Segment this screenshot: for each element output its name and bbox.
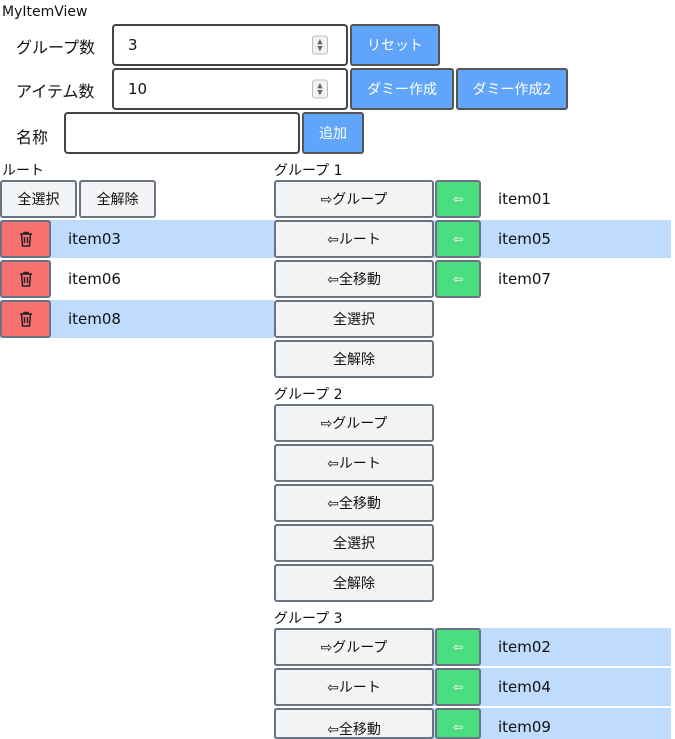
group-count-value: 3 bbox=[128, 36, 138, 54]
to-root-button[interactable]: ⇦ルート bbox=[274, 668, 434, 706]
app-title: MyItemView bbox=[2, 4, 88, 20]
dummy-create2-button[interactable]: ダミー作成2 bbox=[456, 68, 568, 110]
group-deselect-all-button[interactable]: 全解除 bbox=[274, 564, 434, 602]
group-item-label: item02 bbox=[498, 638, 551, 656]
move-to-root-button[interactable]: ⇦ bbox=[435, 260, 481, 298]
group-select-all-button[interactable]: 全選択 bbox=[274, 524, 434, 562]
left-arrow-icon: ⇦ bbox=[452, 272, 464, 286]
name-input[interactable] bbox=[64, 112, 300, 154]
group-title: グループ 1 bbox=[274, 163, 343, 179]
to-group-button[interactable]: ⇨グループ bbox=[274, 180, 434, 218]
item-count-label: アイテム数 bbox=[16, 82, 95, 101]
add-button[interactable]: 追加 bbox=[302, 112, 364, 154]
move-to-root-button[interactable]: ⇦ bbox=[435, 180, 481, 218]
left-arrow-icon: ⇦ bbox=[452, 640, 464, 654]
left-arrow-icon: ⇦ bbox=[452, 720, 464, 734]
group-count-input[interactable]: 3 ▲▼ bbox=[112, 24, 348, 66]
root-item-label: item03 bbox=[68, 230, 121, 248]
item-count-value: 10 bbox=[128, 80, 148, 98]
dummy-create-button[interactable]: ダミー作成 bbox=[350, 68, 454, 110]
name-label: 名称 bbox=[16, 128, 49, 147]
move-all-button[interactable]: ⇦全移動 bbox=[274, 484, 434, 522]
group-item-label: item09 bbox=[498, 718, 551, 736]
to-group-button[interactable]: ⇨グループ bbox=[274, 628, 434, 666]
root-item-label: item08 bbox=[68, 310, 121, 328]
number-spinner-icon[interactable]: ▲▼ bbox=[312, 79, 328, 99]
move-to-root-button[interactable]: ⇦ bbox=[435, 708, 481, 739]
group-title: グループ 3 bbox=[274, 611, 343, 627]
group-item-label: item01 bbox=[498, 190, 551, 208]
move-to-root-button[interactable]: ⇦ bbox=[435, 628, 481, 666]
move-to-root-button[interactable]: ⇦ bbox=[435, 220, 481, 258]
item-count-input[interactable]: 10 ▲▼ bbox=[112, 68, 348, 110]
group-item-label: item05 bbox=[498, 230, 551, 248]
move-to-root-button[interactable]: ⇦ bbox=[435, 668, 481, 706]
group-item-label: item07 bbox=[498, 270, 551, 288]
delete-button[interactable] bbox=[0, 300, 51, 338]
group-deselect-all-button[interactable]: 全解除 bbox=[274, 340, 434, 378]
reset-button[interactable]: リセット bbox=[350, 24, 440, 66]
left-arrow-icon: ⇦ bbox=[452, 680, 464, 694]
group-count-label: グループ数 bbox=[16, 38, 96, 57]
to-root-button[interactable]: ⇦ルート bbox=[274, 220, 434, 258]
group-title: グループ 2 bbox=[274, 387, 343, 403]
to-group-button[interactable]: ⇨グループ bbox=[274, 404, 434, 442]
number-spinner-icon[interactable]: ▲▼ bbox=[312, 35, 328, 55]
delete-button[interactable] bbox=[0, 260, 51, 298]
group-item-label: item04 bbox=[498, 678, 551, 696]
trash-icon bbox=[19, 231, 32, 247]
root-item-label: item06 bbox=[68, 270, 121, 288]
trash-icon bbox=[19, 311, 32, 327]
trash-icon bbox=[19, 271, 32, 287]
delete-button[interactable] bbox=[0, 220, 51, 258]
left-arrow-icon: ⇦ bbox=[452, 192, 464, 206]
move-all-button[interactable]: ⇦全移動 bbox=[274, 260, 434, 298]
root-title: ルート bbox=[2, 163, 44, 179]
move-all-button[interactable]: ⇦全移動 bbox=[274, 708, 434, 739]
root-deselect-all-button[interactable]: 全解除 bbox=[79, 180, 156, 218]
left-arrow-icon: ⇦ bbox=[452, 232, 464, 246]
root-select-all-button[interactable]: 全選択 bbox=[0, 180, 77, 218]
to-root-button[interactable]: ⇦ルート bbox=[274, 444, 434, 482]
group-select-all-button[interactable]: 全選択 bbox=[274, 300, 434, 338]
